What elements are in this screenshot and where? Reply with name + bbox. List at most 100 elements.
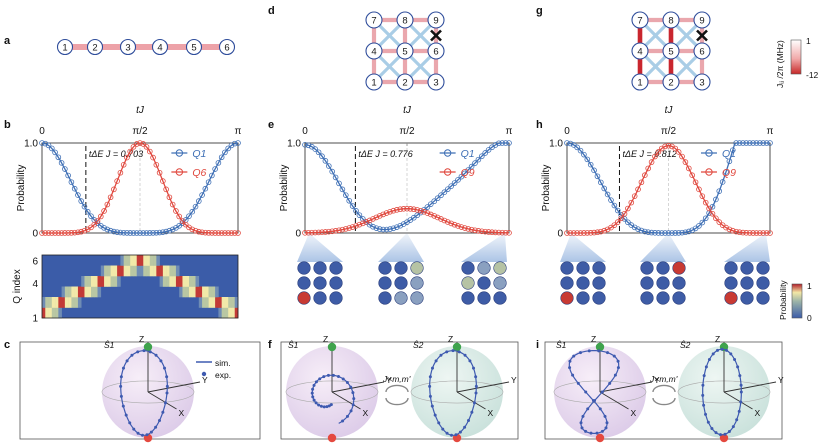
q1-marker — [78, 198, 84, 204]
heatmap-cell — [133, 255, 138, 266]
qubit-node — [631, 73, 649, 91]
experiment-point — [711, 352, 715, 356]
q1-marker — [635, 226, 641, 232]
y-axis — [331, 381, 385, 393]
q2-marker — [160, 178, 166, 184]
snapshot-qubit — [378, 261, 392, 275]
q2-marker — [699, 193, 706, 199]
q1-marker — [322, 158, 329, 164]
snapshot-qubit — [560, 261, 574, 275]
q1-marker — [107, 227, 114, 234]
q1-marker — [746, 140, 753, 146]
q1-marker — [760, 140, 767, 146]
experiment-point — [318, 377, 322, 381]
y-axis — [147, 381, 201, 393]
snapshot-qubit — [672, 261, 686, 275]
heatmap-cell — [97, 276, 102, 287]
experiment-point — [580, 426, 584, 430]
q2-marker — [359, 220, 366, 227]
experiment-point — [727, 430, 731, 434]
q1-marker — [302, 141, 308, 148]
experiment-point — [739, 400, 743, 404]
experiment-point — [128, 421, 132, 425]
experiment-point — [739, 390, 743, 394]
experiment-point — [130, 353, 134, 357]
q2-marker — [763, 230, 770, 236]
q2-marker — [587, 230, 594, 236]
experiment-point — [731, 425, 735, 429]
q2-marker — [404, 205, 410, 212]
q2-marker — [421, 209, 427, 215]
snapshot-qubit — [576, 276, 590, 290]
experiment-point — [701, 393, 705, 397]
q1-marker — [458, 173, 465, 180]
snapshot-qubit — [329, 276, 343, 290]
legend-marker — [443, 168, 452, 176]
snapshot-qubit — [672, 291, 686, 305]
q1-marker — [502, 140, 509, 146]
q1-marker — [312, 146, 319, 152]
q1-marker — [598, 179, 604, 186]
q2-marker — [495, 229, 502, 236]
panel-box-i — [544, 341, 783, 440]
snapshot-qubit — [724, 276, 738, 290]
experiment-point — [710, 426, 714, 430]
legend-label: Q1 — [461, 148, 475, 160]
q2-marker — [383, 210, 390, 216]
heatmap-cell — [192, 276, 196, 287]
q2-marker — [652, 153, 658, 160]
q1-marker — [58, 160, 65, 166]
experiment-point — [715, 348, 719, 352]
north-pole-dot — [143, 342, 153, 352]
q1-marker — [753, 140, 760, 146]
experiment-point — [458, 430, 462, 434]
heatmap-cell — [110, 276, 115, 287]
panel-label-e: e — [268, 119, 274, 131]
heatmap-cell — [192, 286, 196, 298]
q2-marker — [205, 230, 212, 236]
heatmap-cell — [58, 307, 62, 319]
q1-marker — [212, 166, 218, 172]
heatmap-cell — [202, 297, 206, 308]
q2-marker — [111, 186, 117, 193]
q2-marker — [71, 229, 78, 236]
q2-marker — [461, 225, 468, 231]
heatmap-cell — [149, 265, 154, 277]
heatmap-cell — [42, 297, 46, 308]
q1-marker — [380, 226, 387, 233]
q2-marker — [393, 207, 400, 213]
heatmap-cell — [156, 265, 160, 277]
heatmap-cell — [55, 297, 59, 308]
north-pole-dot — [595, 342, 605, 352]
heatmap-cell — [228, 297, 232, 308]
snapshot-qubit — [493, 291, 507, 305]
y-label: Y — [511, 375, 517, 385]
q1-marker — [104, 226, 111, 233]
q1-marker — [225, 145, 232, 152]
q1-marker — [611, 202, 618, 209]
exchange-arrow-icon — [385, 397, 409, 406]
experiment-point — [428, 384, 432, 388]
q2-marker — [202, 229, 209, 236]
experiment-point — [351, 391, 355, 395]
experiment-point — [568, 359, 572, 363]
snapshot-cone — [461, 233, 507, 262]
q2-marker — [767, 230, 773, 236]
heatmap-cell — [71, 297, 75, 308]
y-label: Y — [386, 375, 392, 385]
q1-marker — [729, 147, 736, 153]
q2-marker — [363, 219, 370, 225]
heatmap-cell — [120, 255, 124, 266]
qubit-label: 1 — [62, 42, 67, 53]
legend-label: Q6 — [192, 167, 206, 179]
q2-marker — [48, 230, 55, 236]
heatmap-cell — [133, 265, 138, 277]
qubit-node — [365, 42, 383, 60]
experiment-point — [737, 409, 741, 413]
qubit-label: 3 — [433, 77, 438, 88]
heatmap-cell — [130, 265, 134, 277]
coupling-label: J×m,m' — [382, 374, 411, 384]
q1-marker — [127, 230, 133, 236]
experiment-point — [450, 433, 454, 437]
experiment-point — [568, 366, 572, 370]
